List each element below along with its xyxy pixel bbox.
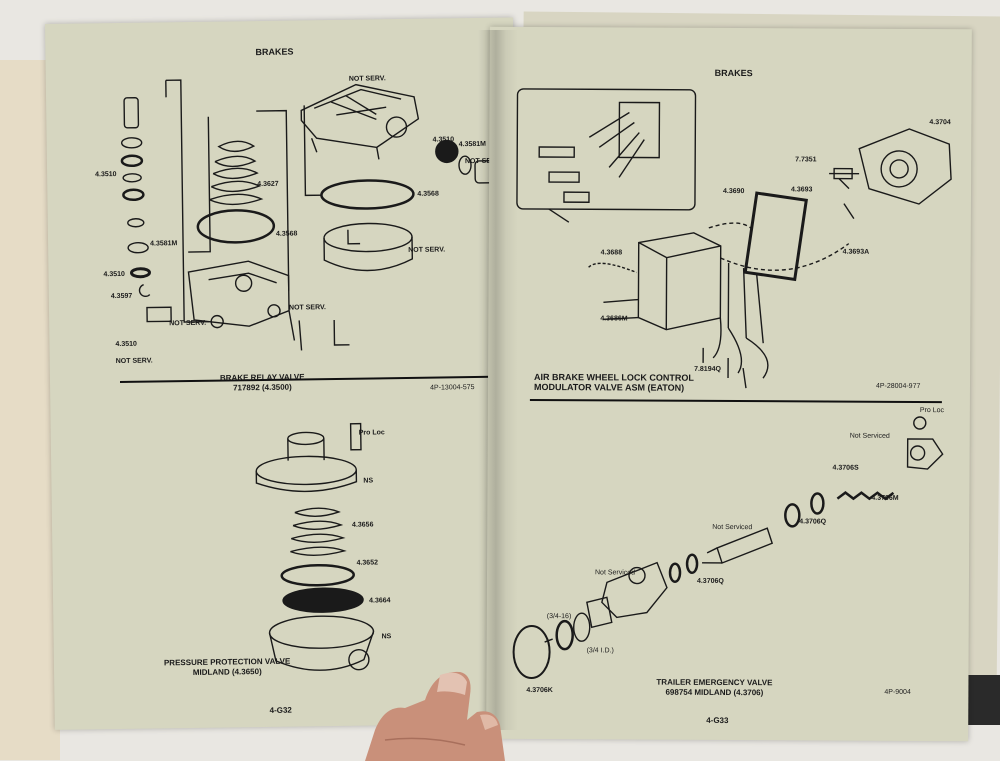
label-te-7: Not Serviced (594, 569, 636, 577)
label-pp-1: NS (363, 477, 374, 485)
te-ref: 4P-9004 (884, 688, 911, 696)
label-te-4: 4.3706Q (799, 518, 827, 526)
pp-caption-maker: MIDLAND (4.3650) (192, 667, 262, 677)
left-page-number: 4-G32 (269, 705, 292, 715)
te-caption: TRAILER EMERGENCY VALVE 698754 MIDLAND (… (656, 678, 772, 699)
right-page: BRAKES 4.3704 7.73 (486, 26, 972, 742)
label-pp-3: 4.3652 (356, 559, 379, 567)
pp-caption: PRESSURE PROTECTION VALVE MIDLAND (4.365… (164, 657, 291, 679)
label-te-9: (3/4 I.D.) (586, 647, 614, 655)
te-caption-number: 698754 MIDLAND (4.3706) (665, 687, 764, 698)
right-page-number: 4-G33 (706, 715, 729, 726)
label-pp-0: Pro Loc (358, 429, 385, 437)
label-te-1: Not Serviced (849, 432, 890, 440)
brake-relay-valve-diagram (120, 79, 494, 351)
label-te-5: Not Serviced (712, 523, 753, 532)
book-spine-shadow (478, 30, 518, 730)
label-pp-4: 4.3664 (369, 597, 391, 605)
label-te-2: 4.3706S (832, 464, 859, 472)
label-pp-2: 4.3656 (351, 521, 374, 529)
te-caption-title: TRAILER EMERGENCY VALVE (656, 677, 773, 688)
pressure-protection-valve-diagram (255, 422, 375, 671)
label-pp-5: NS (381, 633, 392, 641)
holding-hand (365, 671, 505, 761)
label-te-6: 4.3706Q (696, 577, 724, 585)
label-te-3: 4.3706M (871, 494, 899, 502)
label-te-10: 4.3706K (526, 686, 553, 695)
label-te-0: Pro Loc (919, 406, 945, 415)
left-page: BRAKES (45, 17, 523, 730)
trailer-emergency-valve-diagram (512, 416, 944, 679)
air-brake-modulator-diagram (516, 88, 952, 389)
label-te-8: (3/4-16) (546, 613, 572, 621)
